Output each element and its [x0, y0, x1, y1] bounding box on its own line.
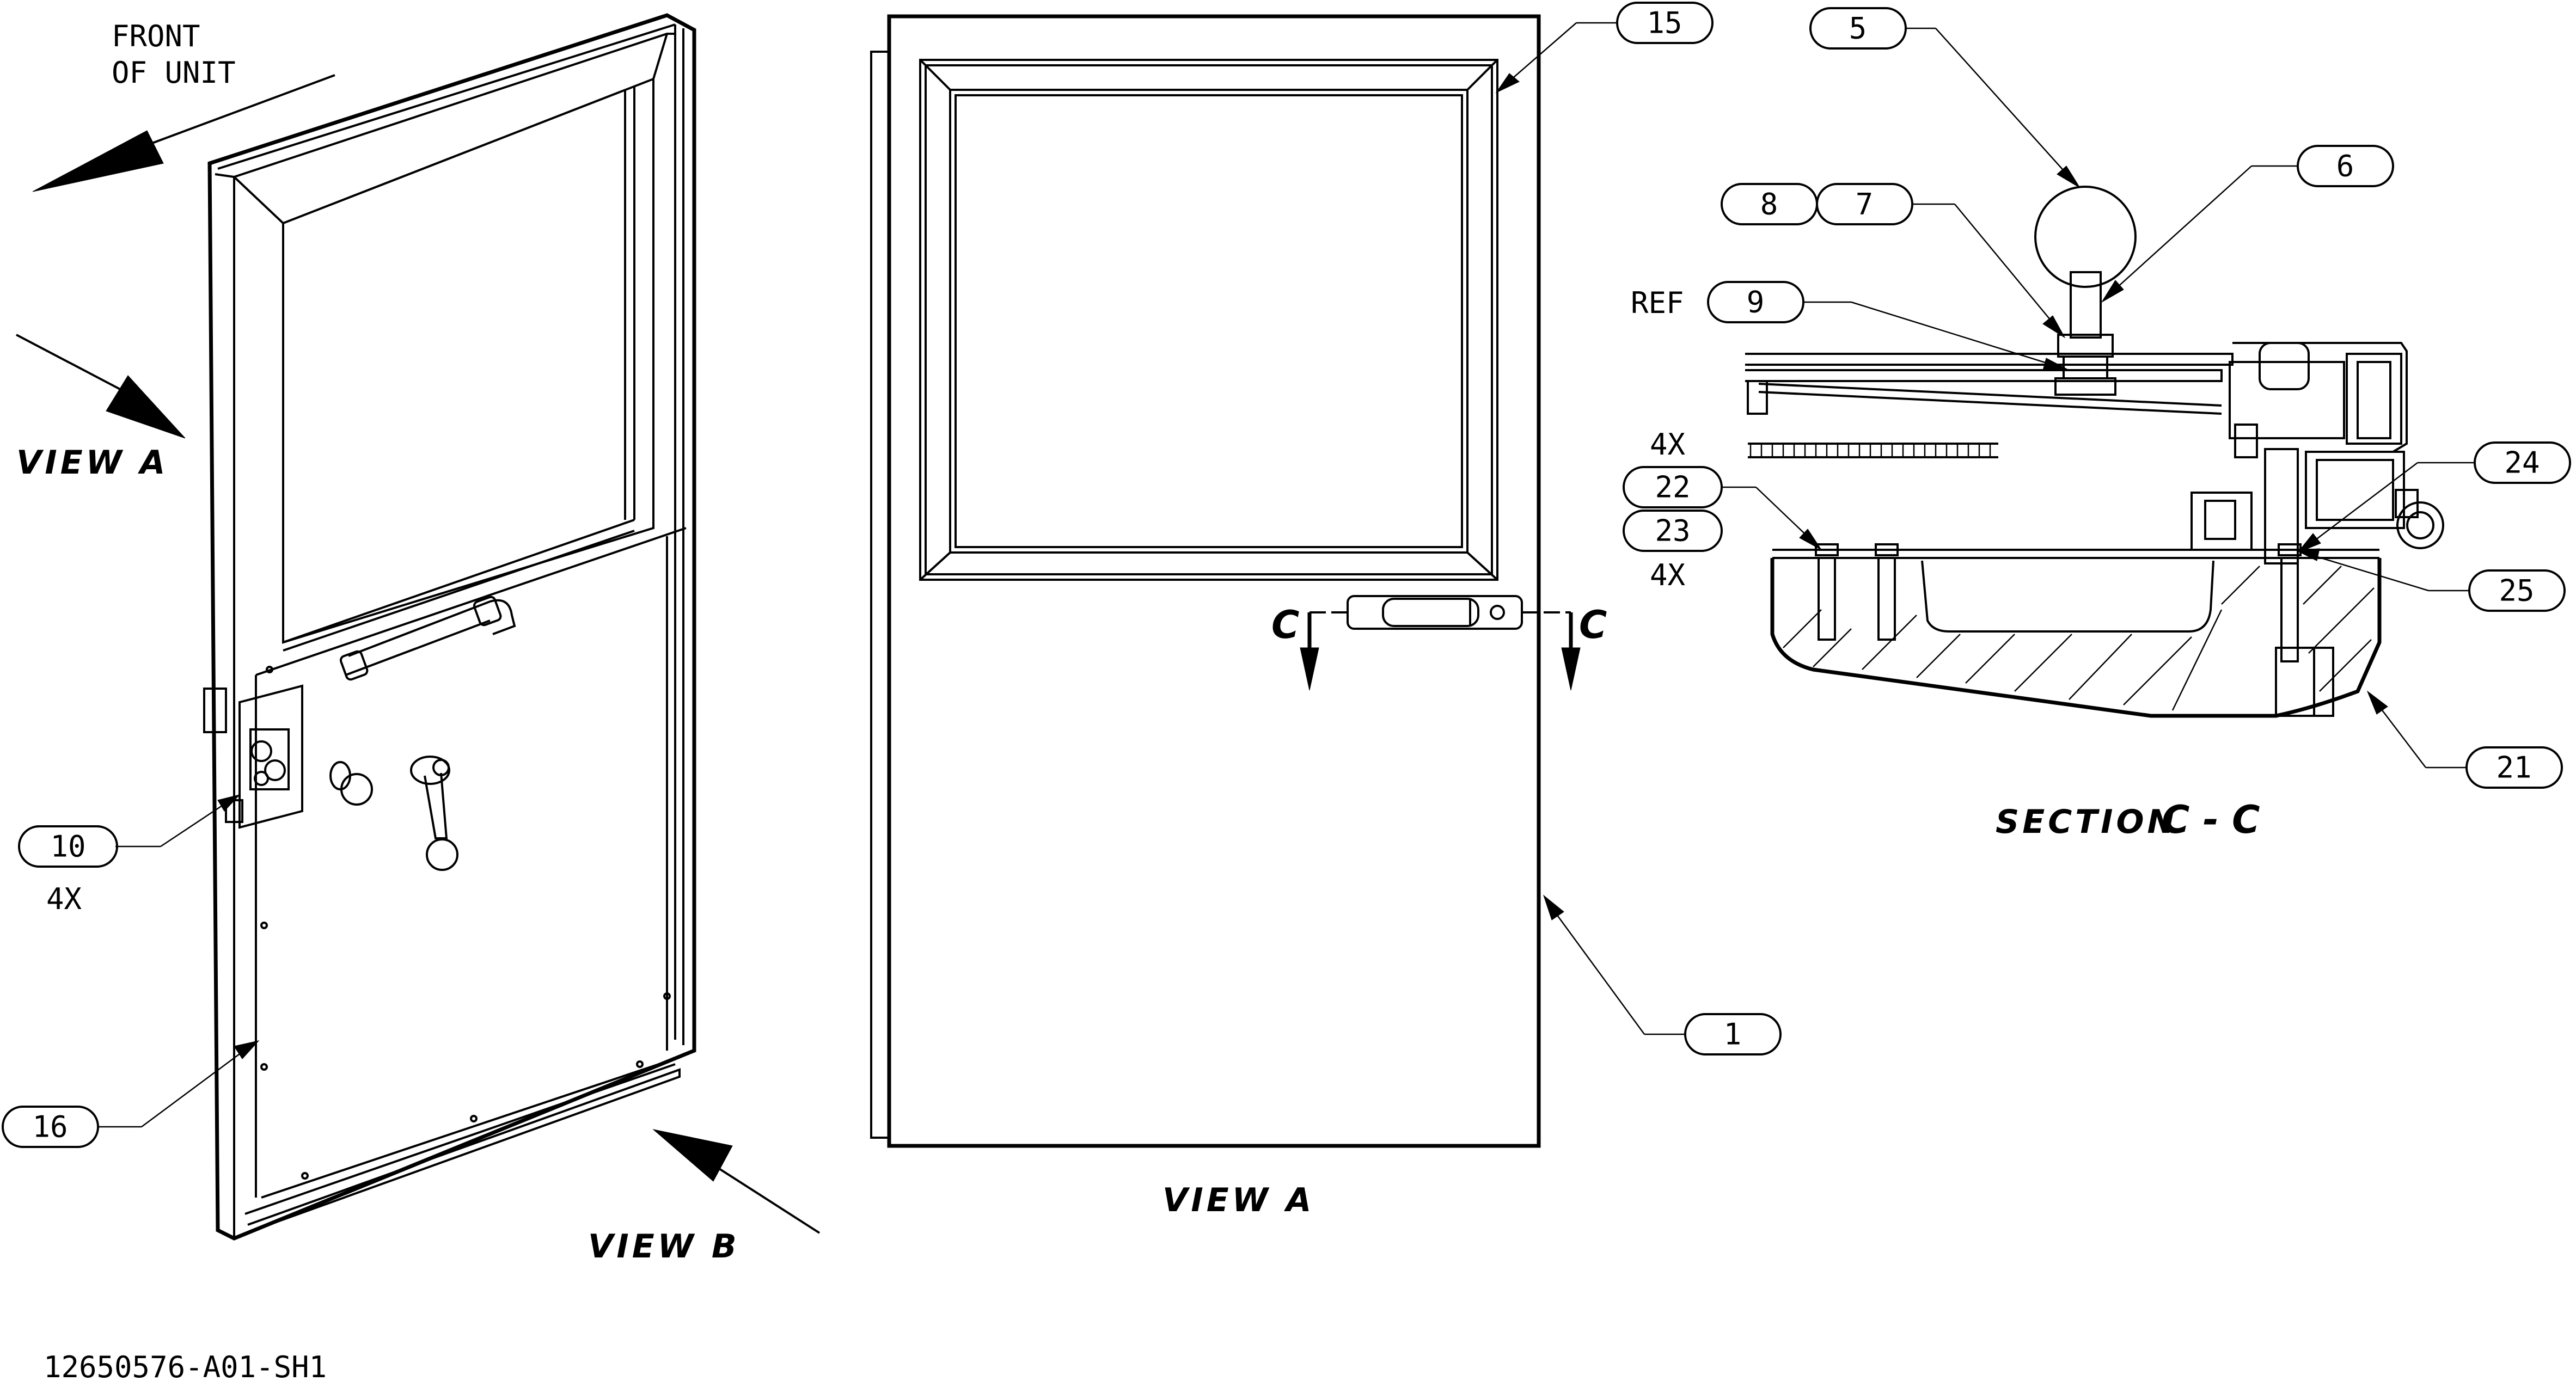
balloon-7-text: 7	[1856, 187, 1874, 222]
section-hatching	[1783, 566, 2375, 711]
balloon-9-text: 9	[1747, 285, 1765, 320]
balloon-8-text: 8	[1760, 187, 1778, 222]
front-label-line1: FRONT	[112, 19, 200, 53]
balloon-1-text: 1	[1724, 1017, 1742, 1052]
view-b-label: VIEW B	[588, 1228, 740, 1266]
balloon-21: 21	[2366, 690, 2563, 789]
view-a-pointer-arrow	[16, 334, 186, 439]
view-a-left-label: VIEW A	[16, 444, 168, 482]
view-b-pointer-arrow	[652, 1129, 821, 1234]
serrated-strip	[1748, 443, 1998, 458]
balloon-24: 24	[2297, 441, 2571, 554]
balloon-6-text: 6	[2336, 149, 2354, 183]
balloon-22: 22	[1623, 466, 1822, 550]
view-a-center-label: VIEW A	[1162, 1181, 1314, 1219]
balloon-1: 1	[1543, 894, 1782, 1055]
balloon-15: 15	[1495, 2, 1714, 94]
balloon-10-qty: 4X	[46, 882, 82, 916]
balloon-23: 23	[1623, 510, 1723, 552]
balloon-16: 16	[2, 1040, 260, 1148]
balloon-5: 5	[1809, 7, 2081, 188]
balloon-24-text: 24	[2504, 446, 2540, 480]
balloon-6: 6	[2101, 145, 2394, 303]
section-letters: C - C	[2162, 797, 2260, 842]
balloon-23-qty: 4X	[1650, 558, 1686, 592]
front-label-line2: OF UNIT	[112, 56, 236, 90]
balloon-5-text: 5	[1849, 11, 1867, 46]
section-c-c-view: 5 6 8 7 REF 9	[1623, 7, 2571, 842]
balloon-22-text: 22	[1655, 470, 1690, 505]
isometric-door-view: FRONT OF UNIT VIEW A	[2, 13, 821, 1266]
drawing-number: 12650576-A01-SH1	[44, 1350, 327, 1384]
balloon-25: 25	[2294, 548, 2566, 612]
ref-note: REF	[1631, 286, 1684, 320]
balloon-21-text: 21	[2496, 751, 2531, 785]
section-marker-left: C	[1271, 603, 1299, 647]
front-of-unit-arrow	[32, 74, 335, 192]
balloon-15-text: 15	[1647, 6, 1682, 40]
balloon-8: 8	[1721, 183, 1818, 225]
balloon-10-text: 10	[50, 830, 85, 864]
balloon-22-qty: 4X	[1650, 427, 1686, 462]
balloon-16-text: 16	[32, 1110, 68, 1144]
balloon-25-text: 25	[2499, 574, 2534, 608]
balloon-23-text: 23	[1655, 514, 1690, 548]
balloon-9: 9	[1707, 281, 2070, 371]
section-marker-right: C	[1579, 603, 1607, 647]
balloon-7: 7	[1816, 183, 2066, 339]
view-a-door-elevation: C C VIEW A 15 1	[870, 2, 1782, 1219]
balloon-10: 10	[18, 794, 241, 868]
section-title: SECTION	[1996, 803, 2178, 841]
